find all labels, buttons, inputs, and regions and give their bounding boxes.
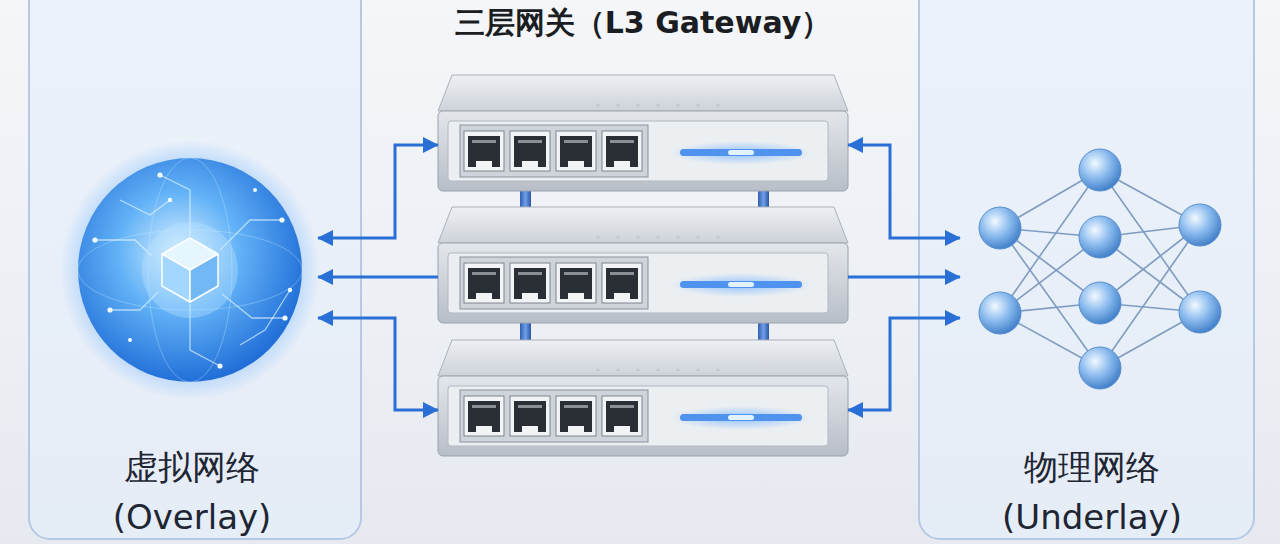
circuit-dot [288, 288, 292, 292]
circuit-dot [282, 315, 287, 320]
circuit-dot [92, 237, 97, 242]
circuit-dot [217, 363, 222, 368]
mesh-node [1079, 347, 1121, 389]
flow-arrow [318, 318, 438, 410]
cube-left [162, 254, 190, 302]
circuit-dot [168, 198, 172, 202]
globe-glow [60, 140, 320, 400]
cube-right [190, 254, 218, 302]
circuit-dot [128, 338, 132, 342]
mesh-link [1000, 237, 1100, 313]
mesh-link [1100, 303, 1200, 312]
mesh-node [979, 292, 1021, 334]
flow-arrow [848, 145, 960, 238]
overlay-panel: 虚拟网络 (Overlay) [28, 0, 362, 540]
globe-meridian [148, 158, 232, 382]
mesh-link [1100, 312, 1200, 368]
circuit-lines [95, 175, 290, 366]
circuit-line [120, 200, 170, 215]
flow-arrow [318, 276, 438, 279]
flow-arrow [848, 318, 960, 410]
virtual-globe [60, 140, 320, 400]
mesh-link [1000, 170, 1100, 228]
mesh-link [1000, 303, 1100, 313]
cube-top [162, 238, 218, 270]
mesh-node [1079, 216, 1121, 258]
gateway-title: 三层网关（L3 Gateway） [398, 3, 888, 43]
mesh-node [1079, 282, 1121, 324]
flow-arrow [318, 145, 438, 238]
mesh-node [1079, 149, 1121, 191]
network-label: 物理网络 (Underlay) [982, 442, 1202, 542]
circuit-line [190, 304, 220, 366]
circuit-line [110, 292, 158, 310]
flow-arrow [848, 276, 960, 279]
switch-unit [438, 75, 848, 191]
circuit-line [220, 220, 282, 250]
circuit-line [95, 240, 152, 256]
cube-glow [142, 222, 238, 318]
underlay-panel: 物理网络 (Underlay) [918, 0, 1255, 540]
gateway-group: 三层网关（L3 Gateway） [438, 75, 848, 456]
circuit-dot [279, 217, 284, 222]
mesh-links [1000, 170, 1200, 368]
network-label: 虚拟网络 (Overlay) [82, 442, 302, 542]
mesh-link [1000, 228, 1100, 368]
mesh-link [1100, 225, 1200, 237]
mesh-node [1179, 291, 1221, 333]
mesh-link [1100, 225, 1200, 368]
mesh-link [1000, 313, 1100, 368]
support-pillar [758, 184, 769, 218]
mesh-nodes [979, 149, 1221, 389]
circuit-dots [92, 172, 292, 368]
circuit-dot [253, 188, 257, 192]
circuit-dot [107, 307, 112, 312]
mesh-link [1000, 228, 1100, 237]
center-cube [162, 238, 218, 302]
mesh-node [979, 207, 1021, 249]
circuit-line [222, 294, 285, 318]
switch-unit [438, 340, 848, 456]
globe-body [78, 158, 302, 382]
circuit-dot [157, 172, 162, 177]
support-pillar [520, 316, 531, 350]
globe-latitude [78, 230, 302, 310]
mesh-link [1100, 170, 1200, 225]
mesh-link [1000, 228, 1100, 303]
circuit-line [160, 175, 190, 236]
mesh-link [1100, 170, 1200, 312]
switch-unit [438, 207, 848, 323]
mesh-node [1179, 204, 1221, 246]
support-pillar [758, 316, 769, 350]
support-pillar [520, 184, 531, 218]
mesh-link [1000, 170, 1100, 313]
mesh-link [1100, 237, 1200, 312]
circuit-line [240, 290, 290, 345]
mesh-link [1100, 225, 1200, 303]
